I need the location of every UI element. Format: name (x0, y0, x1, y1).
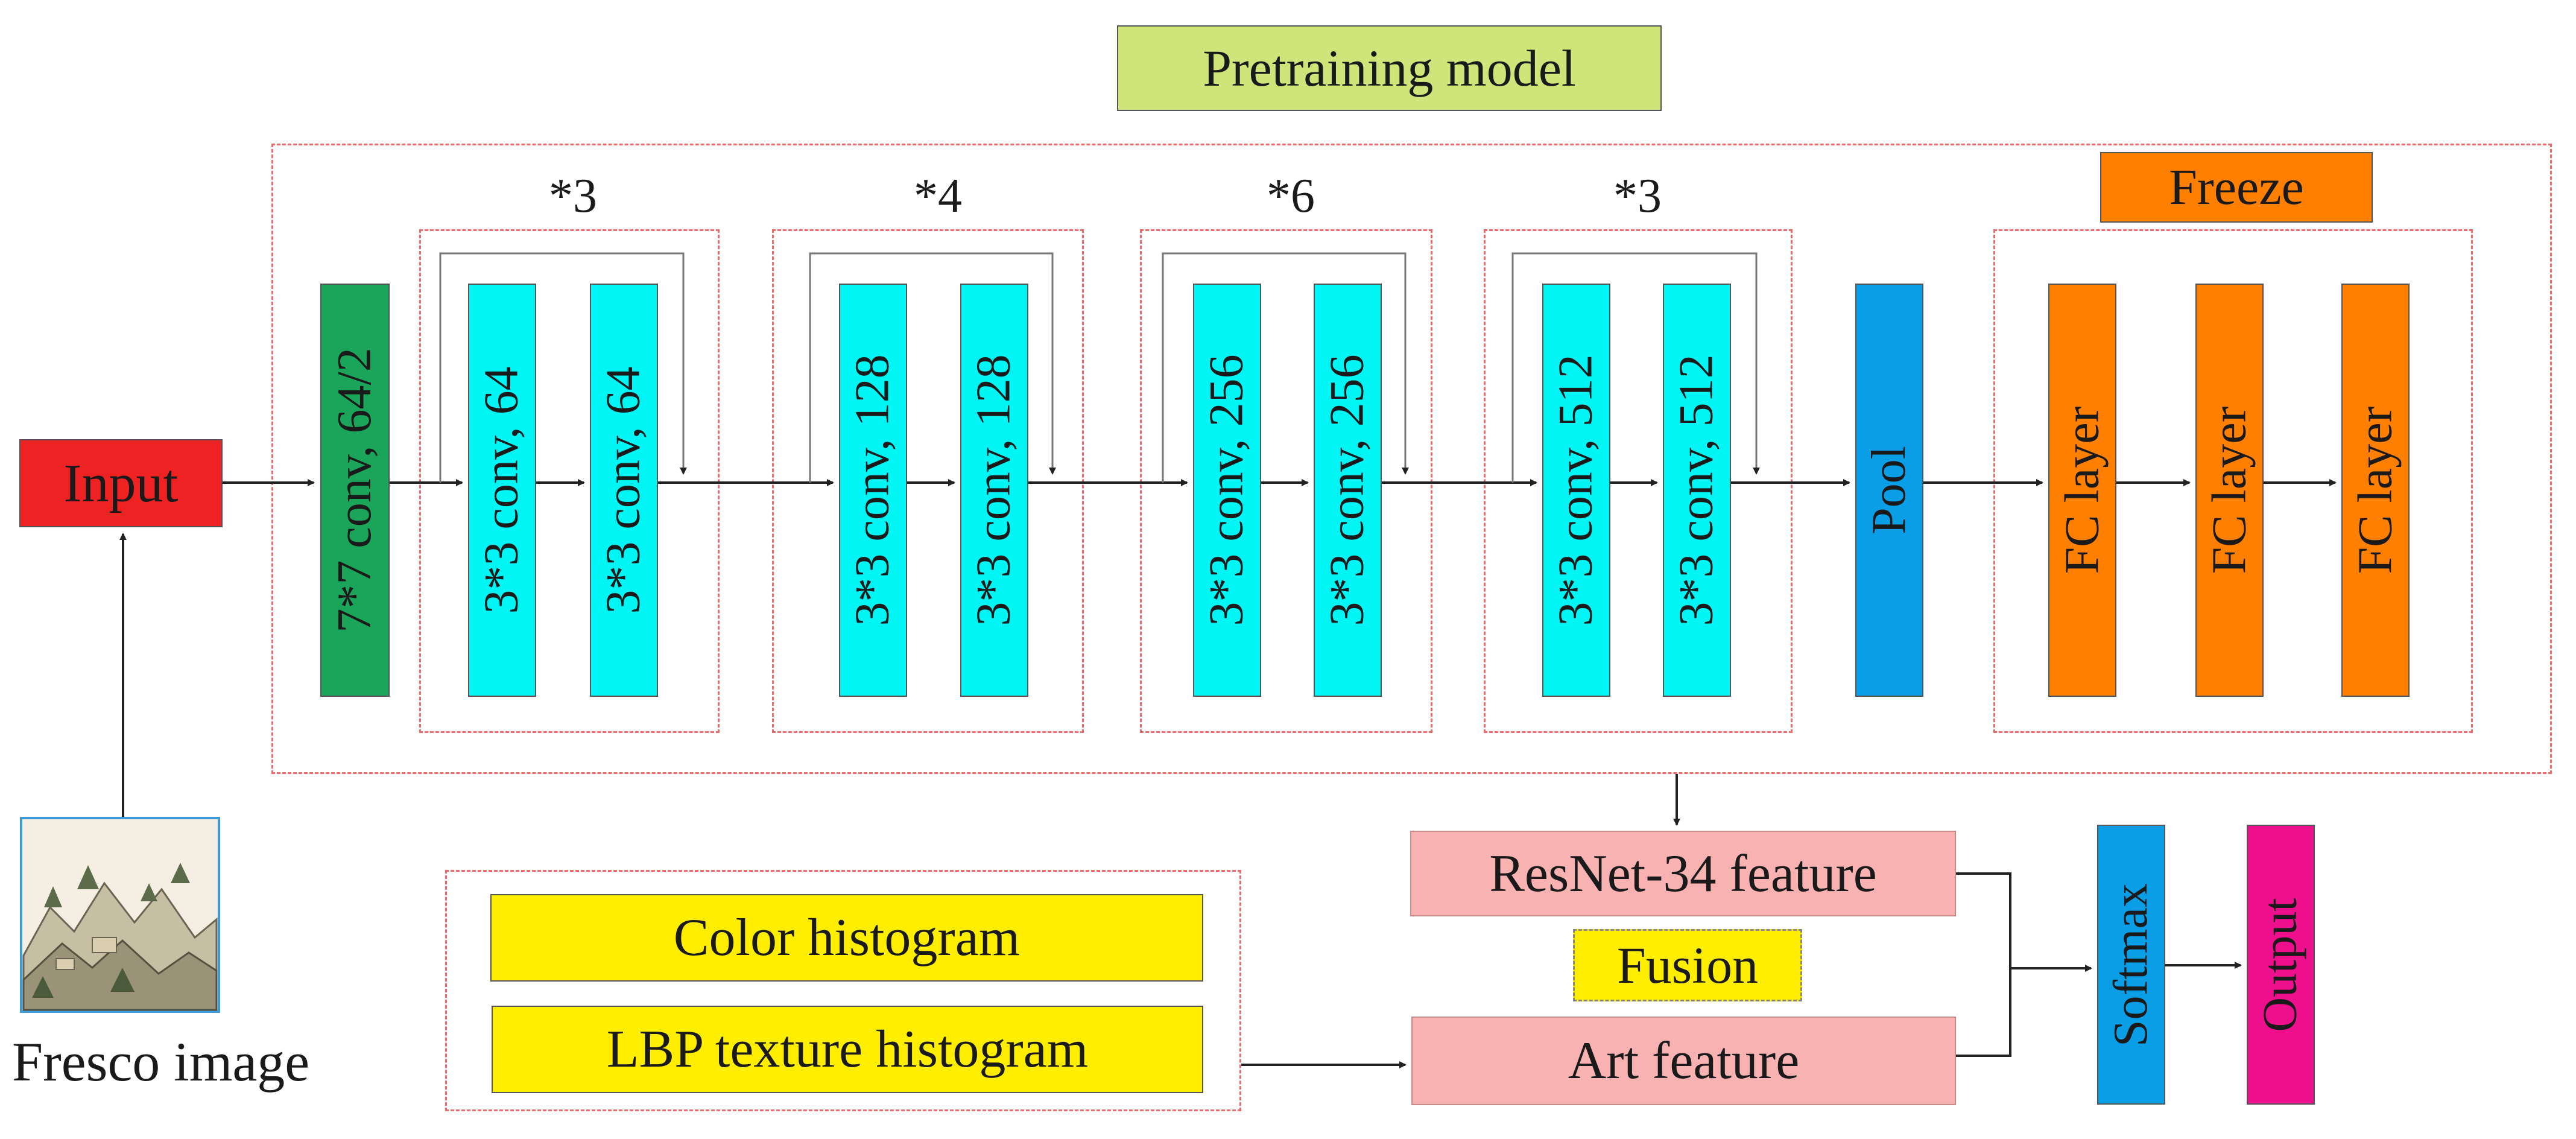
art-feature-label: Art feature (1568, 1032, 1800, 1090)
fc-layer-2: FC layer (2195, 284, 2264, 697)
pretraining-model-label: Pretraining model (1203, 39, 1576, 97)
stage-3-conv-a: 3*3 conv, 256 (1193, 284, 1261, 697)
stage-2-conv-a: 3*3 conv, 128 (839, 284, 907, 697)
fusion-box: Fusion (1573, 929, 1802, 1001)
fc-layer-3: FC layer (2341, 284, 2410, 697)
stage-2-region (772, 229, 1084, 733)
skip-connection-stage-1 (439, 252, 687, 483)
freeze-label: Freeze (2169, 159, 2304, 215)
input-box: Input (19, 439, 223, 527)
fusion-label: Fusion (1616, 936, 1759, 994)
stage-1-repeat: *3 (549, 169, 597, 223)
color-histogram-label: Color histogram (673, 909, 1021, 967)
fresco-image (20, 817, 220, 1013)
skip-connection-stage-3 (1162, 252, 1409, 483)
skip-connection-stage-2 (809, 252, 1056, 483)
stage-1-conv-a: 3*3 conv, 64 (468, 284, 536, 697)
pretraining-model-title: Pretraining model (1117, 25, 1662, 111)
resnet-feature-box: ResNet-34 feature (1410, 831, 1956, 916)
art-feature-region (445, 870, 1241, 1111)
stage-4-region (1484, 229, 1793, 733)
color-histogram-box: Color histogram (490, 894, 1203, 982)
art-feature-box: Art feature (1411, 1017, 1956, 1105)
output-block: Output (2247, 825, 2315, 1105)
stage-1-region (419, 229, 720, 733)
lbp-histogram-label: LBP texture histogram (606, 1020, 1089, 1079)
stage-3-region (1140, 229, 1432, 733)
stage-4-conv-b: 3*3 conv, 512 (1663, 284, 1731, 697)
connector-art-to-softmax (1956, 968, 2011, 1057)
pretraining-model-region (271, 144, 2552, 774)
input-label: Input (63, 453, 179, 513)
lbp-histogram-box: LBP texture histogram (492, 1006, 1203, 1093)
softmax-block: Softmax (2097, 825, 2165, 1105)
freeze-tag: Freeze (2100, 152, 2373, 223)
stage-3-repeat: *6 (1267, 169, 1315, 223)
stage-2-conv-b: 3*3 conv, 128 (960, 284, 1028, 697)
stage-1-conv-b: 3*3 conv, 64 (590, 284, 658, 697)
skip-connection-stage-4 (1511, 252, 1760, 483)
fc-layer-1: FC layer (2048, 284, 2116, 697)
stage-2-repeat: *4 (914, 169, 962, 223)
resnet-feature-label: ResNet-34 feature (1489, 844, 1877, 903)
fresco-image-caption: Fresco image (12, 1031, 310, 1093)
connector-resnet-to-softmax (1956, 872, 2011, 968)
stage-4-conv-a: 3*3 conv, 512 (1542, 284, 1610, 697)
stage-3-conv-b: 3*3 conv, 256 (1314, 284, 1382, 697)
pool-block: Pool (1855, 284, 1923, 697)
freeze-region (1993, 229, 2473, 733)
stage-4-repeat: *3 (1613, 169, 1662, 223)
first-conv-block: 7*7 conv, 64/2 (320, 284, 390, 697)
